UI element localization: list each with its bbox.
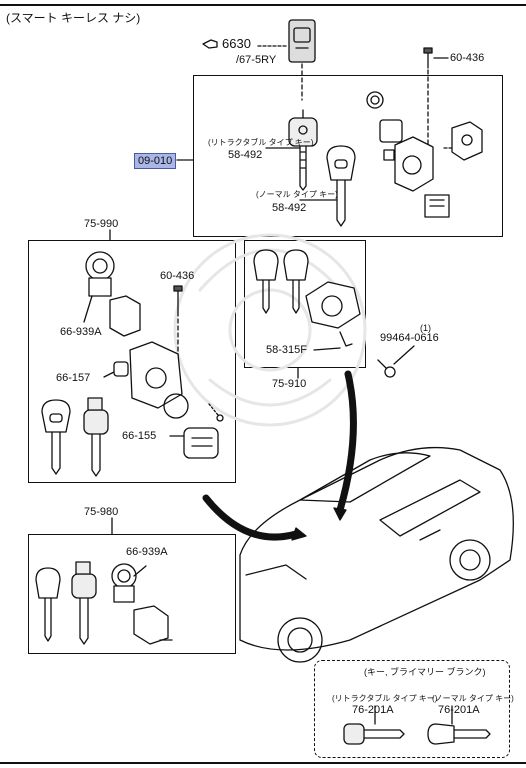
ref-99464-0616-label: 99464-0616 — [380, 332, 439, 344]
ref-75-980-label: 75-980 — [84, 506, 119, 518]
retractable-key-note: (リトラクタブル タイプ キー) — [208, 138, 314, 147]
bolt-icon — [423, 47, 433, 69]
ref-58-492-retractable-label: 58-492 — [228, 149, 263, 161]
screw-icon — [208, 403, 224, 422]
bottom-lock-icon — [133, 605, 173, 645]
callout-arrow-mid — [336, 370, 357, 514]
ref-76-201a-normal-label: 76-201A — [438, 704, 480, 716]
immobilizer-coil-icon — [85, 251, 115, 297]
top-rule — [0, 4, 526, 6]
ignition-switch-assembly — [366, 91, 483, 218]
lock-set-75-990-box — [28, 240, 236, 483]
mid-key-2-icon — [283, 249, 309, 314]
ref-75-990-label: 75-990 — [84, 218, 119, 230]
qty-label: (1) — [420, 323, 431, 333]
bolt-icon — [173, 285, 183, 313]
bottom-retractable-key-icon — [71, 561, 97, 645]
callout-arrow-left — [202, 494, 300, 541]
blank-retractable-key-icon — [343, 705, 405, 745]
key-blank-box — [314, 660, 510, 758]
bottom-coil-icon — [111, 563, 137, 603]
key-card-icon — [288, 19, 316, 63]
bottom-key-1-icon — [35, 567, 61, 642]
steering-lock-icon — [109, 295, 189, 419]
bottom-rule — [0, 762, 526, 764]
retractable-key-icon — [288, 117, 318, 191]
ref-60-436-left-label: 60-436 — [160, 270, 195, 282]
mid-lock-cylinder-icon — [305, 281, 361, 347]
ref-58-315f-label: 58-315F — [266, 344, 307, 356]
diagram-title: (スマート キーレス ナシ) — [6, 11, 141, 25]
lock-set-75-980-box — [28, 534, 236, 654]
left-retractable-key-icon — [83, 397, 109, 477]
watermark-emblem — [173, 233, 367, 427]
ref-75-910-label: 75-910 — [272, 378, 307, 390]
ref-66-939a-left-label: 66-939A — [60, 326, 102, 338]
phone-arrow-icon — [202, 39, 218, 49]
blank-retractable-note: (リトラクタブル タイプ キー) — [332, 694, 438, 703]
ignition-assembly-box — [193, 75, 503, 237]
blank-normal-key-icon — [427, 705, 491, 745]
ref-60-436-top-label: 60-436 — [450, 52, 485, 64]
ref-66-155-label: 66-155 — [122, 430, 157, 442]
normal-key-icon — [326, 145, 356, 227]
key-blank-title: (キー, ブライマリー ブランク) — [364, 667, 486, 677]
ignition-connector-icon — [183, 427, 219, 459]
ref-6630-label: 6630 — [222, 36, 251, 51]
normal-key-note: (ノーマル タイプ キー) — [256, 190, 338, 199]
mid-key-1-icon — [253, 249, 279, 314]
ref-58-492-normal-label: 58-492 — [272, 202, 307, 214]
left-key-icon — [41, 399, 71, 475]
bolt-99464-icon — [377, 359, 396, 378]
blank-normal-note: (ノーマル タイプ キー) — [432, 694, 514, 703]
ref-67-5ry-label: /67-5RY — [236, 54, 277, 66]
highlighted-part-09-010[interactable]: 09-010 — [134, 153, 177, 169]
ref-66-157-label: 66-157 — [56, 372, 91, 384]
ref-76-201a-retractable-label: 76-201A — [352, 704, 394, 716]
vehicle-icon — [239, 446, 514, 663]
ref-66-939a-bottom-label: 66-939A — [126, 546, 168, 558]
